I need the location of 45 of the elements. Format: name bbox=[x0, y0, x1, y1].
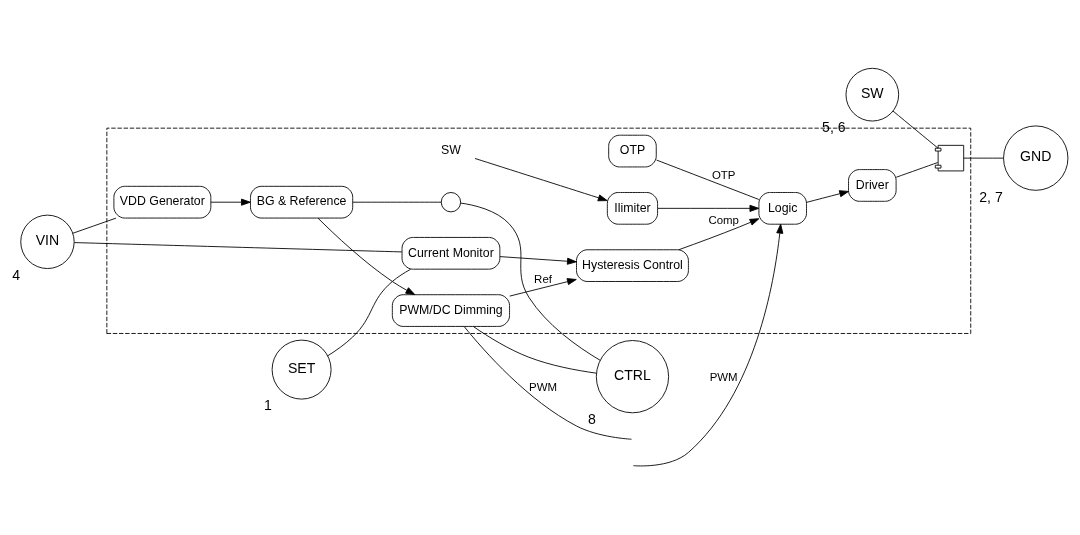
node-box: BG & Reference bbox=[250, 185, 354, 219]
connector bbox=[327, 268, 411, 357]
arrow bbox=[499, 256, 577, 265]
connector bbox=[352, 201, 442, 203]
node-circle: SW bbox=[845, 67, 900, 122]
node-text: SW bbox=[441, 143, 461, 158]
connector bbox=[73, 242, 403, 253]
node-box: Logic bbox=[758, 192, 807, 225]
arrow bbox=[806, 190, 849, 203]
node-circle bbox=[440, 192, 462, 213]
connector bbox=[463, 326, 632, 440]
connector bbox=[72, 217, 117, 234]
node-circle: CTRL bbox=[595, 340, 670, 414]
node-circle: VIN bbox=[20, 214, 75, 269]
node-box: PWM/DC Dimming bbox=[391, 294, 510, 327]
edge-label: Comp bbox=[708, 213, 739, 226]
node-circle: SET bbox=[271, 339, 332, 400]
node-box: VDD Generator bbox=[113, 185, 212, 219]
arrow bbox=[633, 223, 784, 467]
arrow bbox=[210, 198, 251, 206]
edge-label: PWM bbox=[709, 371, 738, 384]
connector bbox=[963, 157, 1004, 159]
node-circle: GND bbox=[1003, 125, 1069, 191]
node-box: OTP bbox=[608, 134, 657, 168]
connector bbox=[460, 202, 601, 361]
node-box: Driver bbox=[848, 169, 897, 202]
connector bbox=[656, 159, 760, 200]
edge-label: PWM bbox=[529, 381, 557, 394]
arrow bbox=[509, 278, 577, 297]
edge-label: OTP bbox=[711, 168, 736, 181]
node-label: 1 bbox=[263, 397, 272, 414]
connector bbox=[892, 110, 939, 149]
connector bbox=[895, 162, 939, 178]
edge-label: Ref bbox=[534, 272, 552, 285]
node-box: Hysteresis Control bbox=[576, 249, 689, 282]
node-box: Ilimiter bbox=[606, 192, 659, 225]
arrow bbox=[474, 158, 608, 202]
arrow bbox=[317, 217, 416, 296]
node-box: Current Monitor bbox=[401, 237, 501, 270]
node-label: 8 bbox=[588, 411, 596, 428]
node-label: 2, 7 bbox=[979, 188, 1003, 205]
arrow bbox=[657, 204, 760, 212]
connector bbox=[472, 326, 597, 374]
arrow bbox=[678, 218, 760, 251]
node-label: 4 bbox=[12, 266, 21, 283]
